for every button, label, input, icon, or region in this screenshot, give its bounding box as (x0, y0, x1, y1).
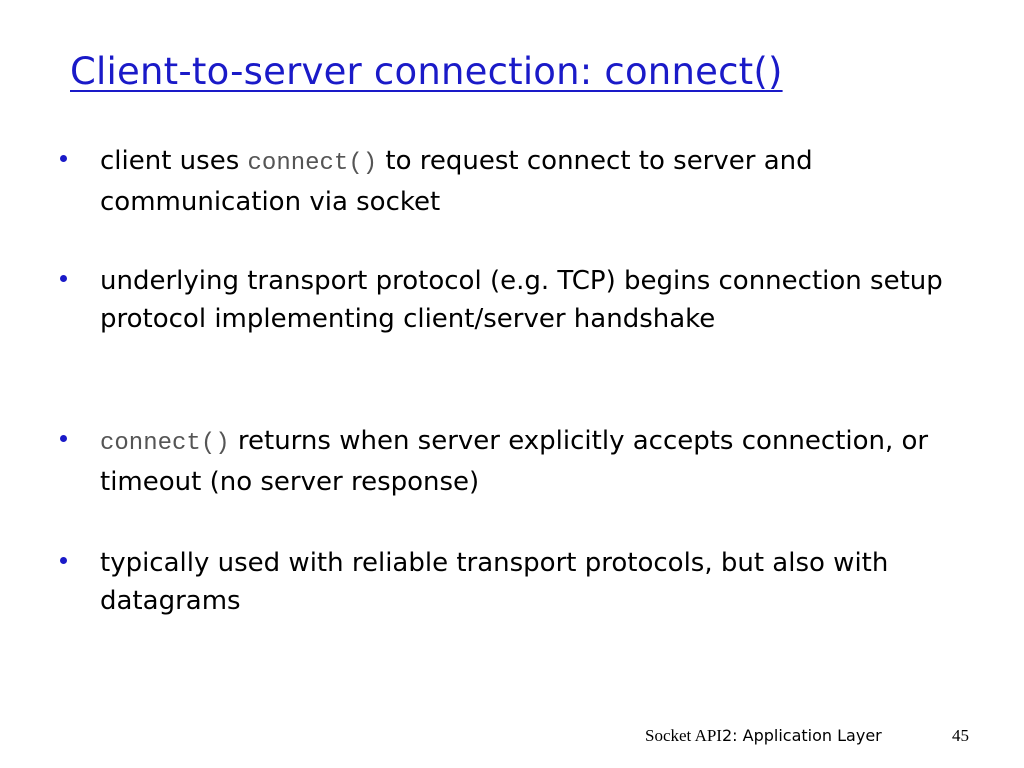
page-number: 45 (952, 726, 969, 745)
bullet-code: connect() (100, 430, 230, 457)
bullet-text-pre: client uses (100, 146, 248, 176)
bullet-text-post: to request connect to server and communi… (100, 146, 813, 217)
bullet-text: client uses connect() to request connect… (100, 142, 960, 221)
bullet-text-pre: underlying transport protocol (e.g. TCP)… (100, 266, 943, 334)
bullet-text: underlying transport protocol (e.g. TCP)… (100, 262, 960, 341)
bullet-dot-icon (60, 557, 67, 564)
bullet-text: connect() returns when server explicitly… (100, 422, 960, 501)
bullet-dot-icon (60, 155, 67, 162)
footer-section-label: Socket API (645, 726, 722, 745)
bullet-dot-icon (60, 275, 67, 282)
bullet-code: connect() (247, 150, 378, 177)
bullet-text: typically used with reliable transport p… (100, 544, 960, 623)
footer-chapter-label: 2: Application Layer (721, 726, 882, 745)
slide-footer: Socket API2: Application Layer (645, 726, 882, 746)
slide-title: Client-to-server connection: connect() (70, 50, 783, 93)
bullet-text-post: returns when server explicitly accepts c… (100, 426, 929, 497)
bullet-dot-icon (60, 435, 67, 442)
bullet-text-pre: typically used with reliable transport p… (100, 548, 889, 616)
